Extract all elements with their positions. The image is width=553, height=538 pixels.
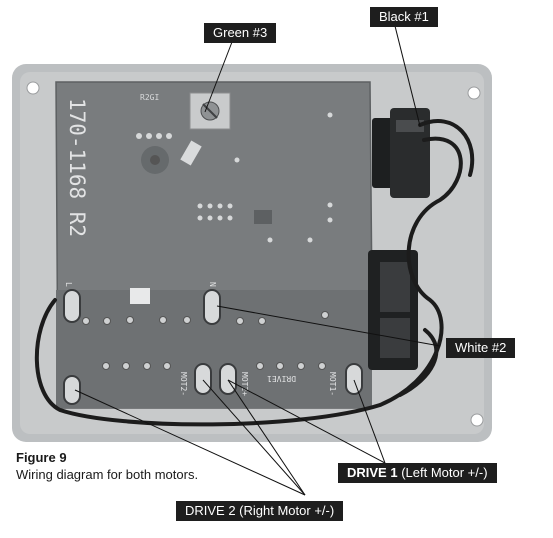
figure-caption: Figure 9 Wiring diagram for both motors.: [16, 450, 198, 482]
terminal-mot2-minus: [194, 363, 212, 395]
terminal-mot1-minus: [345, 363, 363, 395]
silk-mot1-minus: MOT1-: [328, 372, 337, 396]
figure-description: Wiring diagram for both motors.: [16, 467, 199, 482]
pcb-pads-upper: [82, 311, 329, 325]
callout-green-3: Green #3: [204, 23, 277, 43]
leader-lines: [74, 25, 441, 496]
terminal-n: [203, 289, 221, 325]
silk-mot2-minus: MOT2-: [179, 372, 188, 396]
callout-black-1: Black #1: [370, 7, 438, 27]
wire-harness: [34, 119, 475, 427]
callout-drive-2: DRIVE 2 (Right Motor +/-): [176, 501, 344, 521]
callout-drive-1-bold: DRIVE 1: [347, 465, 398, 480]
terminal-mot2-plus: [219, 363, 237, 395]
terminal-left-lower: [63, 375, 81, 405]
mount-hole: [470, 413, 484, 427]
silk-pin-n: N: [208, 282, 217, 287]
silk-drive1: DRIVE1: [267, 374, 296, 383]
mount-hole: [467, 86, 481, 100]
terminal-l: [63, 289, 81, 323]
pcb-vias: [136, 112, 333, 243]
figure-title: Figure 9: [16, 450, 67, 465]
callout-drive-1: DRIVE 1 (Left Motor +/-): [338, 463, 497, 483]
callout-white-2: White #2: [446, 338, 516, 358]
silk-pin-l: L: [64, 282, 73, 287]
svg-text:R2GI: R2GI: [140, 93, 159, 102]
pcb-pads-lower: [102, 362, 326, 370]
silk-mot2-plus: MOT2+: [240, 372, 249, 396]
callout-drive-1-rest: (Left Motor +/-): [397, 465, 488, 480]
mount-hole: [26, 81, 40, 95]
part-number: 170-1168 R2: [65, 98, 89, 237]
